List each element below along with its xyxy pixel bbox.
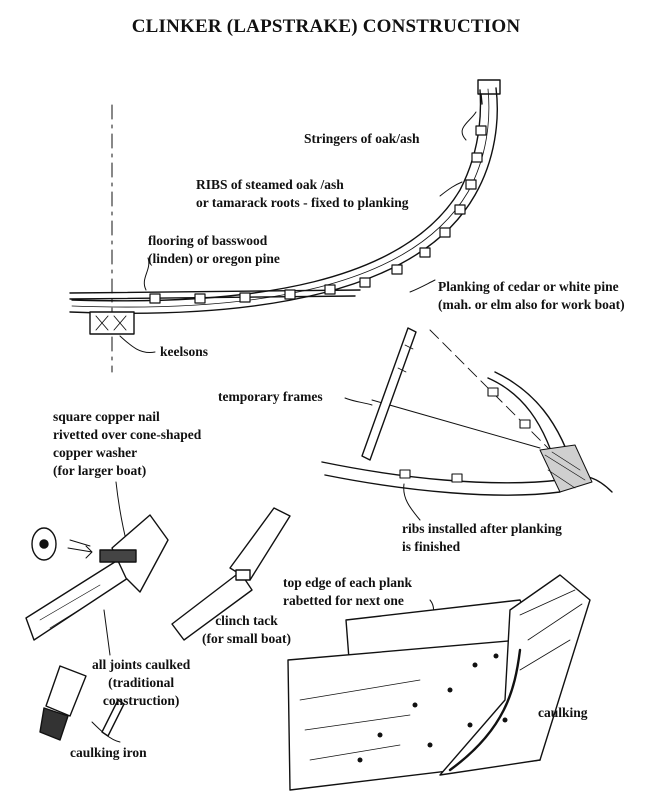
keelson-hatch (95, 315, 127, 331)
plank-nails (357, 653, 508, 763)
label-temporary-frames: temporary frames (218, 389, 323, 404)
joint-plank-upper (111, 514, 169, 593)
label-stringers: Stringers of oak/ash (304, 131, 420, 146)
label-caulking-iron: caulking iron (70, 745, 147, 760)
caulking-seam (448, 648, 522, 772)
copper-nail-detail (25, 514, 169, 641)
temporary-frame (361, 327, 417, 461)
hull-cross-section (69, 79, 501, 373)
label-clinch-tack: clinch tack (for small boat) (202, 613, 291, 646)
caulking-iron (101, 699, 125, 737)
stringer-block (477, 79, 501, 95)
joint-plank-lower (25, 559, 129, 641)
planking-mid (71, 88, 490, 308)
keelson-block (89, 311, 135, 335)
label-ribs-after-planking: ribs installed after planking is finishe… (402, 521, 562, 554)
mallet (45, 665, 87, 717)
hull-bottom-inner (324, 474, 561, 496)
hull-bottom-outer (321, 461, 613, 493)
flooring-boards (69, 289, 361, 300)
label-ribs: RIBS of steamed oak /ash or tamarack roo… (196, 177, 409, 210)
label-keelsons: keelsons (160, 344, 209, 359)
label-joints-caulked: all joints caulked (traditional construc… (92, 657, 191, 708)
label-copper-nail: square copper nail rivetted over cone-sh… (53, 409, 202, 478)
caulking-planks-detail (287, 574, 591, 791)
clinch-tack-detail (171, 507, 291, 641)
label-flooring: flooring of basswood (linden) or oregon … (148, 233, 280, 266)
tack-plank-lower (171, 571, 253, 641)
clinch-tack (235, 569, 251, 581)
rib-blocks (149, 125, 487, 304)
tack-plank-upper (229, 507, 291, 581)
label-planking: Planking of cedar or white pine (mah. or… (438, 279, 625, 312)
temporary-frames-hull (321, 327, 613, 496)
washer-arrows (67, 539, 93, 559)
caulking-iron-tools (39, 665, 125, 741)
copper-nail (99, 549, 137, 563)
label-top-edge: top edge of each plank rabetted for next… (283, 575, 413, 608)
brace-line (371, 399, 541, 449)
planking-outer (69, 87, 498, 314)
stringer-line (480, 93, 483, 105)
page-title: CLINKER (LAPSTRAKE) CONSTRUCTION (131, 16, 521, 37)
label-caulking: caulking (538, 705, 588, 720)
